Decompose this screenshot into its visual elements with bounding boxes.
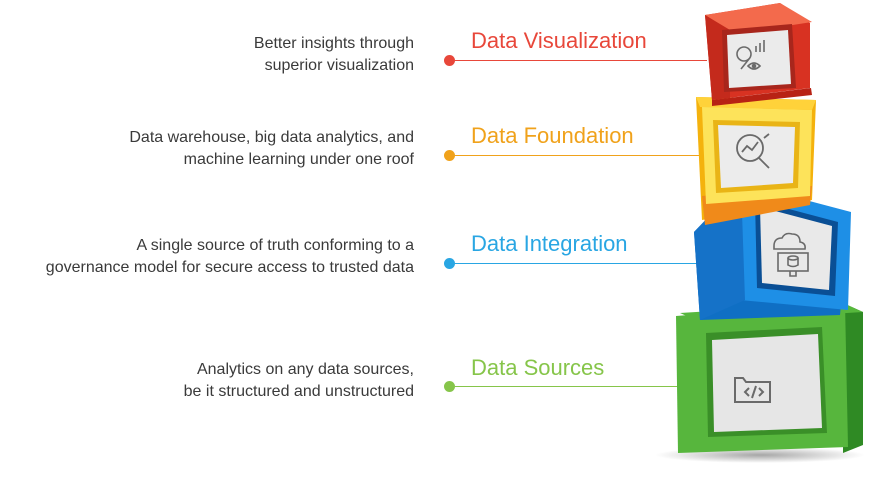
magnifier-graph-icon	[736, 133, 770, 169]
layer-title: Data Visualization	[471, 28, 647, 53]
description-line: A single source of truth conforming to a	[136, 237, 414, 254]
connector-dot	[444, 258, 455, 269]
layer-description: Analytics on any data sources, be it str…	[184, 359, 414, 403]
description-line: Analytics on any data sources,	[196, 361, 414, 378]
description-line: Better insights through	[253, 35, 414, 52]
connector-dot	[444, 55, 455, 66]
layer-title: Data Sources	[471, 355, 605, 380]
connector-line	[455, 155, 700, 156]
cube-data-visualization	[705, 3, 812, 106]
description-line: superior visualization	[264, 57, 414, 74]
description-line: be it structured and unstructured	[183, 383, 414, 400]
connector-line	[455, 263, 700, 264]
layer-description: Better insights through superior visuali…	[254, 33, 414, 77]
description-line: machine learning under one roof	[183, 151, 414, 168]
cube-stack-illustration	[655, 3, 865, 463]
connector-dot	[444, 150, 455, 161]
cloud-database-monitor-icon	[773, 232, 809, 277]
layer-title: Data Integration	[471, 231, 628, 256]
connector-line	[455, 386, 690, 387]
connector-line	[455, 60, 707, 61]
description-line: governance model for secure access to tr…	[45, 259, 414, 276]
layer-description: Data warehouse, big data analytics, and …	[129, 127, 414, 171]
layer-description: A single source of truth conforming to a…	[46, 235, 414, 279]
cube-data-sources	[676, 303, 863, 453]
magnifier-chart-eye-icon	[736, 40, 765, 70]
cube-data-foundation	[696, 97, 816, 225]
layer-title: Data Foundation	[471, 123, 634, 148]
connector-dot	[444, 381, 455, 392]
folder-code-icon	[734, 377, 771, 403]
description-line: Data warehouse, big data analytics, and	[129, 129, 414, 146]
